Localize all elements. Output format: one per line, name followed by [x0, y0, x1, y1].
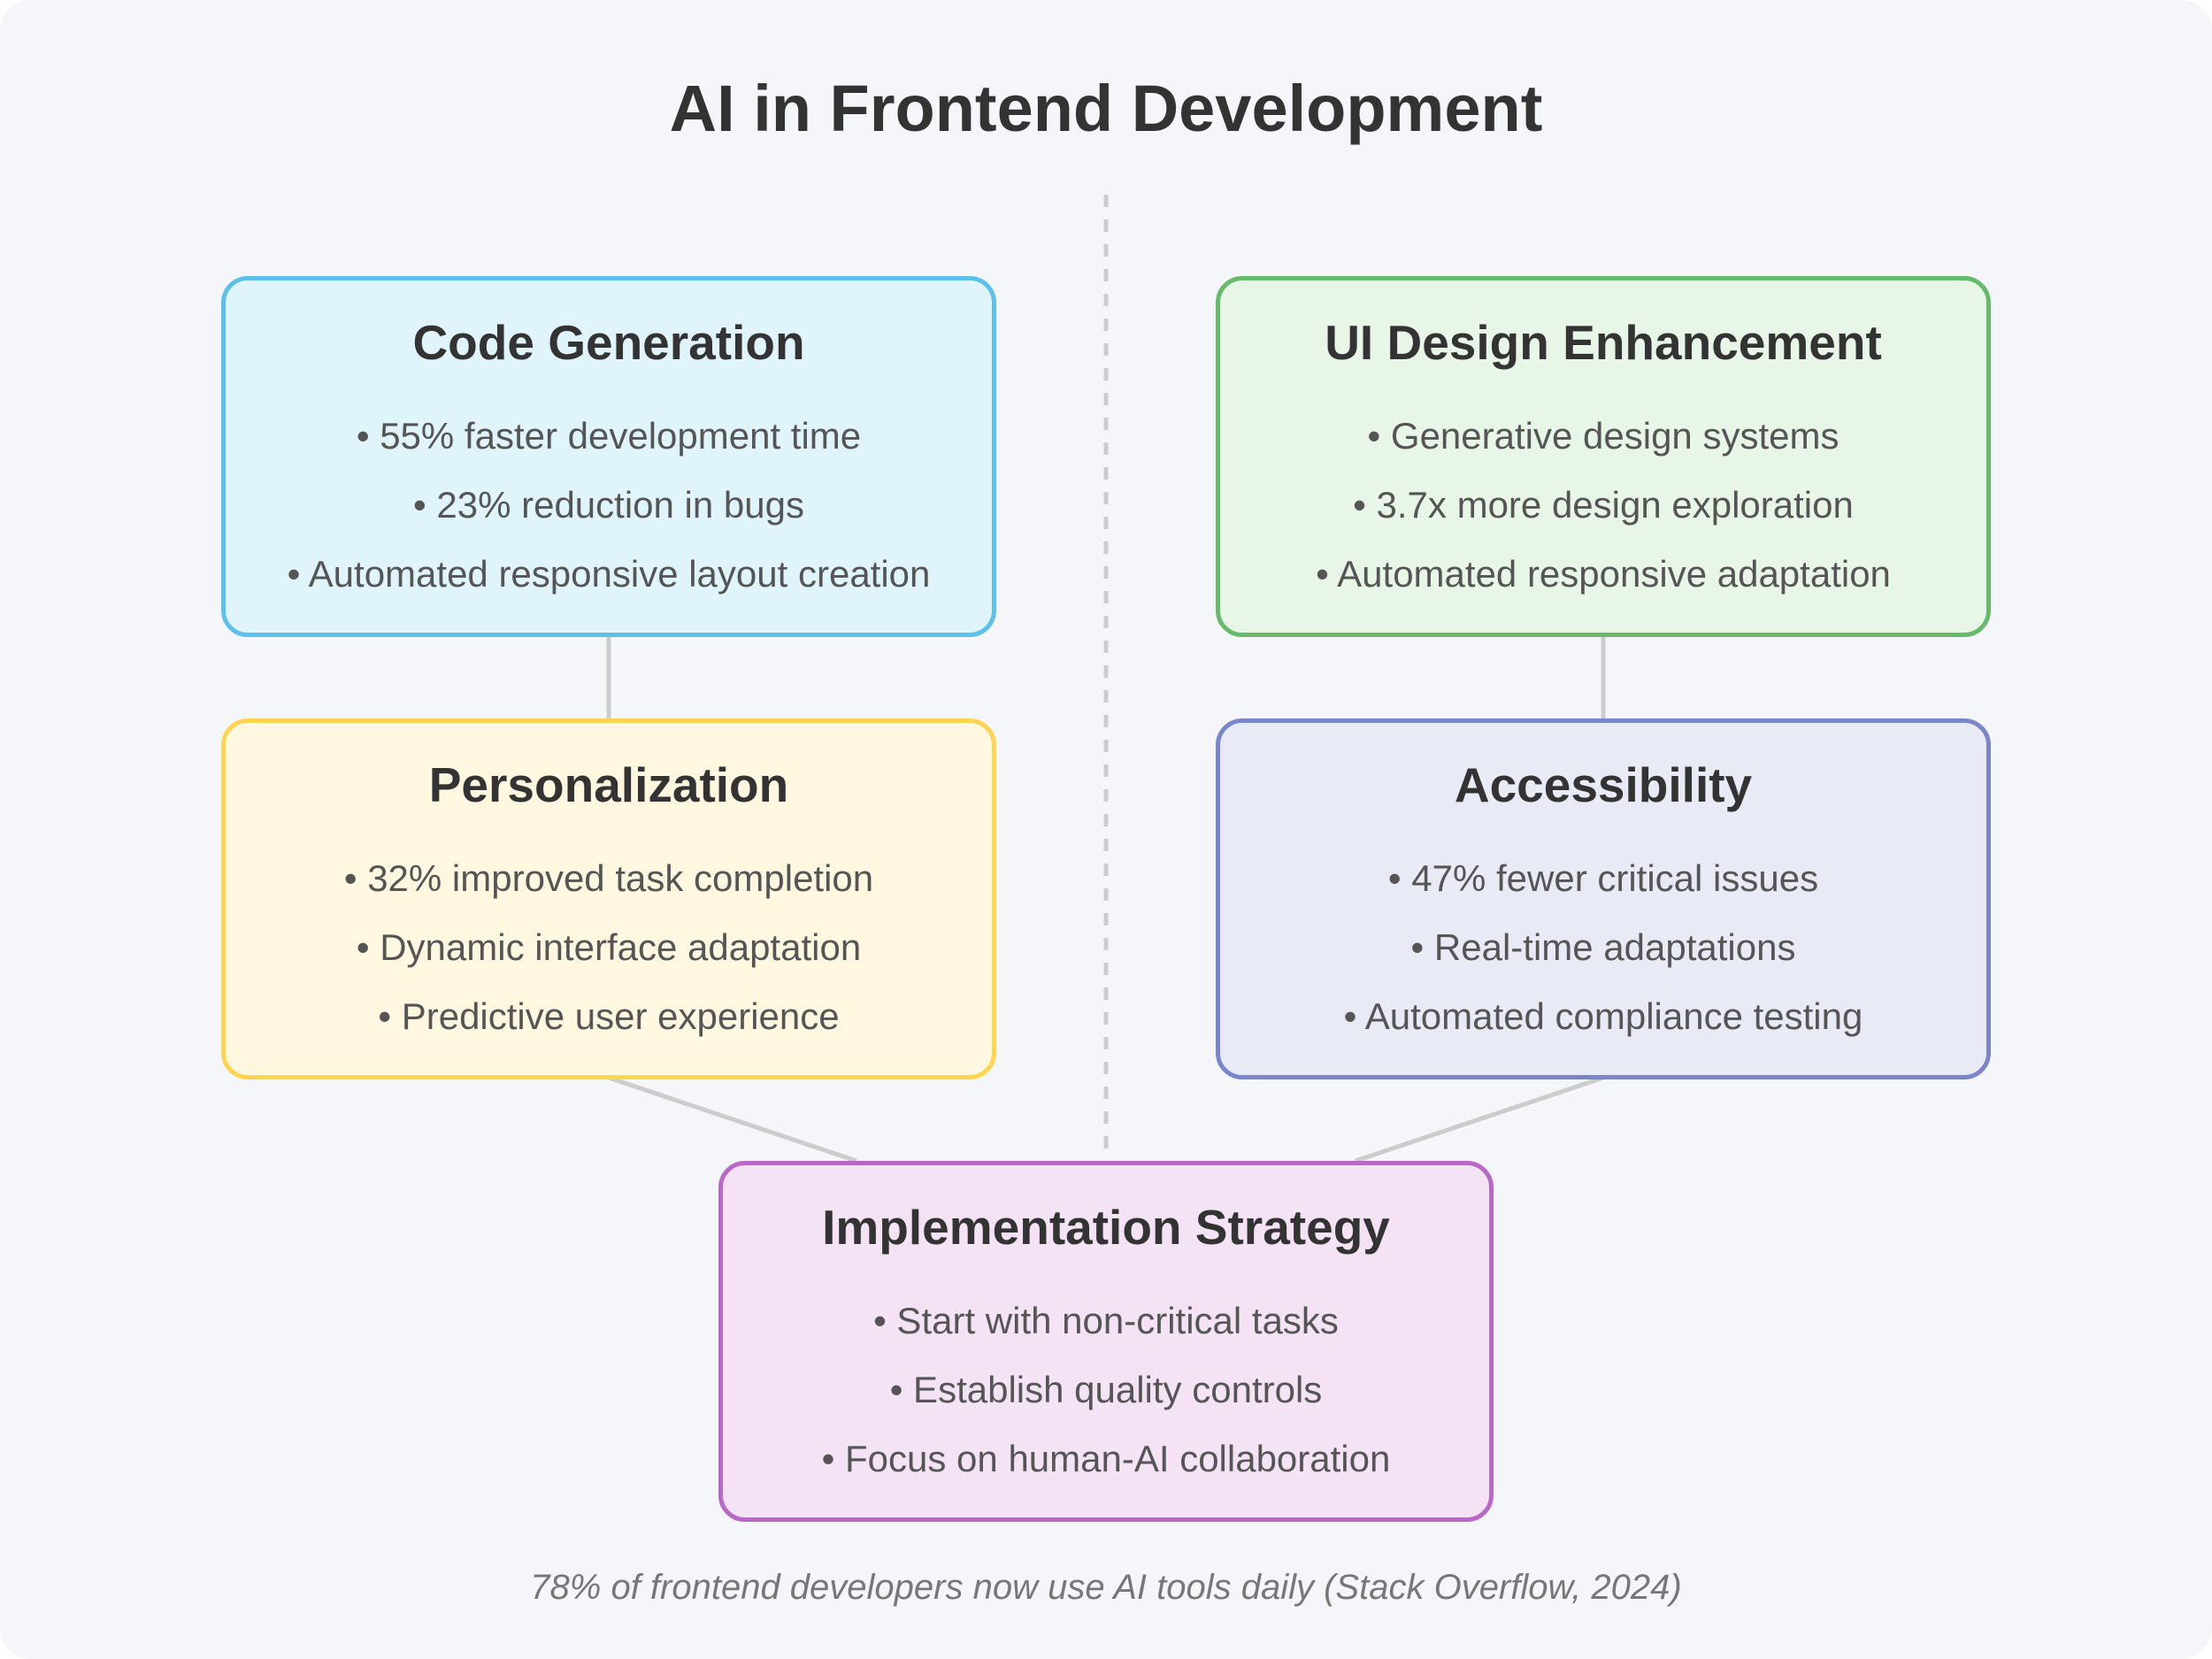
box-personalization: Personalization • 32% improved task comp…	[221, 718, 996, 1079]
bullet-list: • 32% improved task completion • Dynamic…	[226, 844, 992, 1051]
bullet-item: • Real-time adaptations	[1410, 926, 1796, 968]
bullet-list: • 47% fewer critical issues • Real-time …	[1220, 844, 1986, 1051]
box-implementation-strategy: Implementation Strategy • Start with non…	[718, 1161, 1494, 1522]
box-ui-design-enhancement: UI Design Enhancement • Generative desig…	[1216, 276, 1991, 637]
box-title: Personalization	[428, 757, 789, 812]
bullet-item: • 55% faster development time	[356, 415, 862, 457]
bullet-list: • Start with non-critical tasks • Establ…	[723, 1286, 1489, 1494]
bullet-item: • 23% reduction in bugs	[413, 484, 804, 526]
bullet-item: • Focus on human-AI collaboration	[821, 1438, 1391, 1479]
box-title: Accessibility	[1454, 757, 1753, 812]
footer-note: 78% of frontend developers now use AI to…	[530, 1568, 1682, 1607]
bullet-item: • 47% fewer critical issues	[1387, 857, 1819, 899]
bullet-item: • Dynamic interface adaptation	[356, 926, 862, 968]
connector-personalization-to-strategy	[608, 1075, 857, 1164]
box-title: Implementation Strategy	[822, 1200, 1390, 1255]
bullet-item: • 3.7x more design exploration	[1353, 484, 1854, 526]
bullet-item: • Establish quality controls	[889, 1369, 1323, 1410]
bullet-item: • Automated responsive layout creation	[287, 553, 931, 595]
connector-accessibility-to-strategy	[1355, 1075, 1604, 1164]
box-code-generation: Code Generation • 55% faster development…	[221, 276, 996, 637]
bullet-item: • Predictive user experience	[378, 995, 840, 1037]
box-accessibility: Accessibility • 47% fewer critical issue…	[1216, 718, 1991, 1079]
bullet-item: • Automated compliance testing	[1343, 995, 1863, 1037]
box-title: Code Generation	[412, 315, 805, 370]
bullet-list: • 55% faster development time • 23% redu…	[226, 402, 992, 609]
diagram-title: AI in Frontend Development	[669, 72, 1543, 145]
bullet-item: • Automated responsive adaptation	[1316, 553, 1891, 595]
bullet-item: • 32% improved task completion	[343, 857, 874, 899]
bullet-item: • Start with non-critical tasks	[873, 1300, 1339, 1341]
box-title: UI Design Enhancement	[1325, 315, 1882, 370]
bullet-list: • Generative design systems • 3.7x more …	[1220, 402, 1986, 609]
bullet-item: • Generative design systems	[1367, 415, 1839, 457]
